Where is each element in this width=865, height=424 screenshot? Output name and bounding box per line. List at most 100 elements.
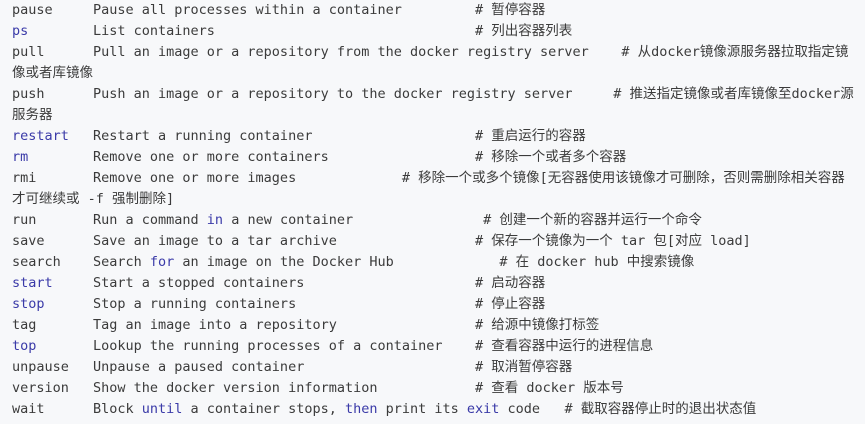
command-name: top <box>12 338 37 354</box>
description-text: Block <box>93 401 142 417</box>
code-line-start: start Start a stopped containers # 启动容器 <box>12 273 855 294</box>
column-spacer <box>312 128 475 144</box>
keyword-text: until <box>141 401 183 417</box>
description-text: Pull an image or a repository from the d… <box>93 44 589 60</box>
command-comment: # 截取容器停止时的退出状态值 <box>564 401 757 417</box>
code-line-save: save Save an image to a tar archive # 保存一… <box>12 231 855 252</box>
command-comment: # 移除一个或多个镜像[无容器使用该镜像才可删除，否则需删除相关容器才可继续或 … <box>12 170 845 207</box>
command-description: Start a stopped containers <box>93 275 304 291</box>
column-spacer <box>215 23 475 39</box>
code-line-top: top Lookup the running processes of a con… <box>12 336 855 357</box>
command-name: ps <box>12 23 29 39</box>
column-spacer <box>377 380 475 396</box>
command-description: Restart a running container <box>93 128 312 144</box>
command-description: Show the docker version information <box>93 380 377 396</box>
description-text: a new container <box>223 212 354 228</box>
command-comment: # 启动容器 <box>475 275 546 291</box>
command-description: Block until a container stops, then prin… <box>93 401 540 417</box>
command-comment: # 取消暂停容器 <box>475 359 573 375</box>
command-name: restart <box>12 128 69 144</box>
description-text: Show the docker version information <box>93 380 378 396</box>
command-description: Unpause a paused container <box>93 359 304 375</box>
keyword-text: exit <box>466 401 500 417</box>
keyword-text: then <box>344 401 378 417</box>
description-text: Stop a running containers <box>93 296 297 312</box>
code-line-tag: tag Tag an image into a repository # 给源中镜… <box>12 315 855 336</box>
column-spacer <box>337 233 475 249</box>
column-spacer <box>402 2 475 18</box>
command-comment: # 从docker镜像源服务器拉取指定镜像或者库镜像 <box>12 44 849 81</box>
keyword-text: in <box>206 212 224 228</box>
description-text: Save an image to a tar archive <box>93 233 337 249</box>
command-comment: # 查看容器中运行的进程信息 <box>475 338 654 354</box>
command-name: save <box>12 233 45 249</box>
description-text: Tag an image into a repository <box>93 317 337 333</box>
code-line-wait: wait Block until a container stops, then … <box>12 399 855 420</box>
command-description: Push an image or a repository to the doc… <box>93 86 573 102</box>
description-text: Remove one or more images <box>93 170 297 186</box>
code-line-rm: rm Remove one or more containers # 移除一个或者… <box>12 147 855 168</box>
code-line-pull: pull Pull an image or a repository from t… <box>12 42 855 84</box>
command-name: search <box>12 254 61 270</box>
keyword-text: for <box>149 254 175 270</box>
command-description: Lookup the running processes of a contai… <box>93 338 443 354</box>
code-line-rmi: rmi Remove one or more images # 移除一个或多个镜像… <box>12 168 855 210</box>
command-description: Tag an image into a repository <box>93 317 337 333</box>
command-comment: # 列出容器列表 <box>475 23 573 39</box>
command-comment: # 给源中镜像打标签 <box>475 317 600 333</box>
command-name: tag <box>12 317 37 333</box>
description-text: Push an image or a repository to the doc… <box>93 86 573 102</box>
command-name: start <box>12 275 53 291</box>
command-comment: # 保存一个镜像为一个 tar 包[对应 load] <box>475 233 751 249</box>
description-text: a container stops, <box>182 401 345 417</box>
command-description: Save an image to a tar archive <box>93 233 337 249</box>
code-line-search: search Search for an image on the Docker … <box>12 252 855 273</box>
command-name: version <box>12 380 69 396</box>
column-spacer <box>589 44 622 60</box>
command-comment: # 重启运行的容器 <box>475 128 586 144</box>
description-text: Start a stopped containers <box>93 275 305 291</box>
column-spacer <box>296 170 402 186</box>
description-text: Remove one or more containers <box>93 149 329 165</box>
code-line-unpause: unpause Unpause a paused container # 取消暂停… <box>12 357 855 378</box>
command-comment: # 创建一个新的容器并运行一个命令 <box>483 212 702 228</box>
command-name: rm <box>12 149 29 165</box>
column-spacer <box>443 338 476 354</box>
column-spacer <box>540 401 564 417</box>
command-description: Stop a running containers <box>93 296 296 312</box>
code-line-version: version Show the docker version informati… <box>12 378 855 399</box>
description-text: code <box>499 401 541 417</box>
command-name: push <box>12 86 45 102</box>
command-description: Remove one or more images <box>93 170 296 186</box>
description-text: an image on the Docker Hub <box>174 254 394 270</box>
code-line-restart: restart Restart a running container # 重启运… <box>12 126 855 147</box>
command-comment: # 停止容器 <box>475 296 546 312</box>
command-name: run <box>12 212 37 228</box>
description-text: Run a command <box>93 212 207 228</box>
command-comment: # 在 docker hub 中搜索镜像 <box>499 254 695 270</box>
column-spacer <box>394 254 500 270</box>
description-text: print its <box>377 401 467 417</box>
description-text: List containers <box>93 23 215 39</box>
command-name: unpause <box>12 359 69 375</box>
description-text: Unpause a paused container <box>93 359 305 375</box>
command-description: Pull an image or a repository from the d… <box>93 44 589 60</box>
command-name: pull <box>12 44 45 60</box>
command-comment: # 暂停容器 <box>475 2 546 18</box>
command-name: rmi <box>12 170 37 186</box>
column-spacer <box>573 86 614 102</box>
command-comment: # 查看 docker 版本号 <box>475 380 624 396</box>
code-line-push: push Push an image or a repository to the… <box>12 84 855 126</box>
column-spacer <box>296 296 475 312</box>
command-description: Remove one or more containers <box>93 149 329 165</box>
command-description: Search for an image on the Docker Hub <box>93 254 394 270</box>
command-name: wait <box>12 401 45 417</box>
description-text: Pause all processes within a container <box>93 2 402 18</box>
command-description: Run a command in a new container <box>93 212 353 228</box>
column-spacer <box>304 275 475 291</box>
column-spacer <box>304 359 475 375</box>
command-comment: # 移除一个或者多个容器 <box>475 149 627 165</box>
